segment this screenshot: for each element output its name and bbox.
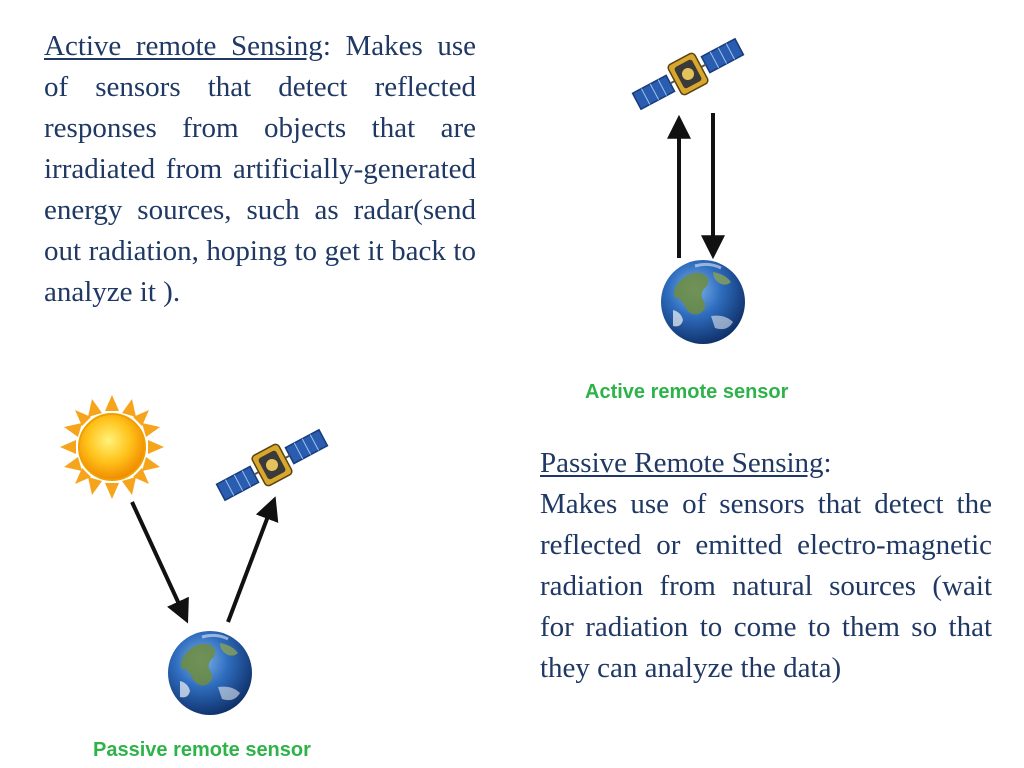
active-sensor-diagram bbox=[627, 30, 749, 346]
sunlight-arrow bbox=[130, 501, 189, 624]
passive-sensing-term: Passive Remote Sensing bbox=[540, 447, 824, 479]
earth-icon bbox=[659, 258, 747, 346]
passive-sensor-diagram bbox=[60, 395, 333, 717]
sun-icon bbox=[60, 395, 164, 499]
satellite-icon bbox=[627, 30, 749, 118]
active-sensor-caption: Active remote sensor bbox=[585, 381, 789, 403]
active-sensing-paragraph: Active remote Sensing: Makes use of sens… bbox=[44, 26, 476, 313]
passive-sensing-description: Makes use of sensors that detect the ref… bbox=[540, 488, 992, 684]
active-sensing-separator: : bbox=[322, 30, 331, 62]
reflected-arrow bbox=[226, 496, 279, 623]
passive-sensor-caption: Passive remote sensor bbox=[93, 739, 311, 761]
active-sensing-term: Active remote Sensing bbox=[44, 30, 323, 62]
passive-sensing-separator: : bbox=[823, 447, 832, 479]
satellite-icon bbox=[211, 421, 333, 509]
active-sensing-description: Makes use of sensors that detect reflect… bbox=[44, 30, 476, 308]
earth-icon bbox=[166, 629, 254, 717]
passive-sensing-paragraph: Passive Remote Sensing: Makes use of sen… bbox=[540, 443, 992, 689]
